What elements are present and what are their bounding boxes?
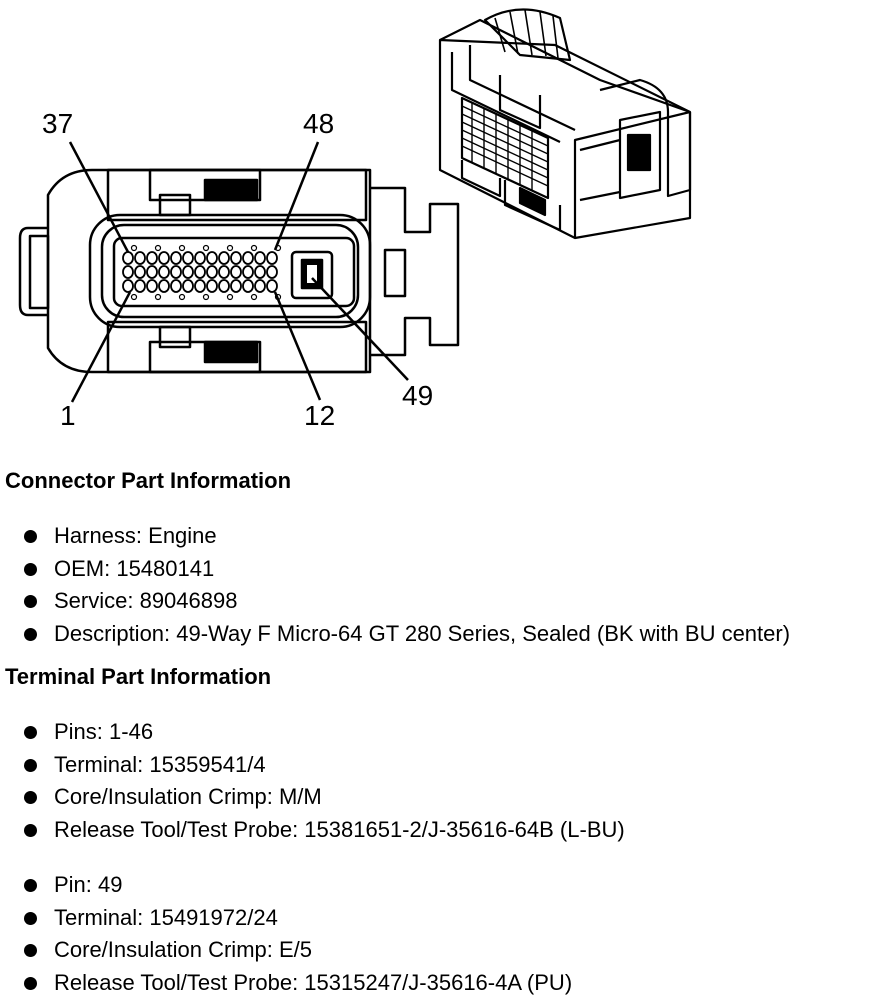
callout-12: 12 — [304, 400, 335, 431]
list-item: Pins: 1-46 — [0, 716, 625, 749]
callout-48: 48 — [303, 108, 334, 139]
callout-1: 1 — [60, 400, 76, 431]
pin-cavity-grid — [122, 244, 282, 301]
list-item: Terminal: 15359541/4 — [0, 749, 625, 782]
connector-illustration: 37 48 1 12 49 — [18, 8, 692, 431]
connector-section-title: Connector Part Information — [5, 468, 292, 493]
connector-isometric-view — [438, 8, 692, 240]
terminal-section-title: Terminal Part Information — [5, 664, 272, 689]
cavity-row-top — [122, 251, 278, 265]
list-item: Release Tool/Test Probe: 15315247/J-3561… — [0, 967, 572, 1000]
list-item: Release Tool/Test Probe: 15381651-2/J-35… — [0, 814, 625, 847]
list-item: Description: 49-Way F Micro-64 GT 280 Se… — [0, 618, 790, 651]
terminal-info-list-pins-1-46: Pins: 1-46 Terminal: 15359541/4 Core/Ins… — [0, 716, 625, 847]
list-item: Harness: Engine — [0, 520, 790, 553]
callout-49: 49 — [402, 380, 433, 411]
connector-info-list: Harness: Engine OEM: 15480141 Service: 8… — [0, 520, 790, 651]
list-item: OEM: 15480141 — [0, 553, 790, 586]
callout-37: 37 — [42, 108, 73, 139]
callout-labels: 37 48 1 12 49 — [42, 108, 433, 431]
list-item: Service: 89046898 — [0, 585, 790, 618]
callout-leader-lines — [68, 141, 409, 403]
list-item: Pin: 49 — [0, 869, 572, 902]
list-item: Core/Insulation Crimp: M/M — [0, 781, 625, 814]
cavity-row-bottom — [122, 279, 278, 293]
list-item: Terminal: 15491972/24 — [0, 902, 572, 935]
cavity-row-middle — [122, 265, 278, 279]
list-item: Core/Insulation Crimp: E/5 — [0, 934, 572, 967]
terminal-info-list-pin-49: Pin: 49 Terminal: 15491972/24 Core/Insul… — [0, 869, 572, 1000]
connector-face-view — [18, 168, 460, 374]
